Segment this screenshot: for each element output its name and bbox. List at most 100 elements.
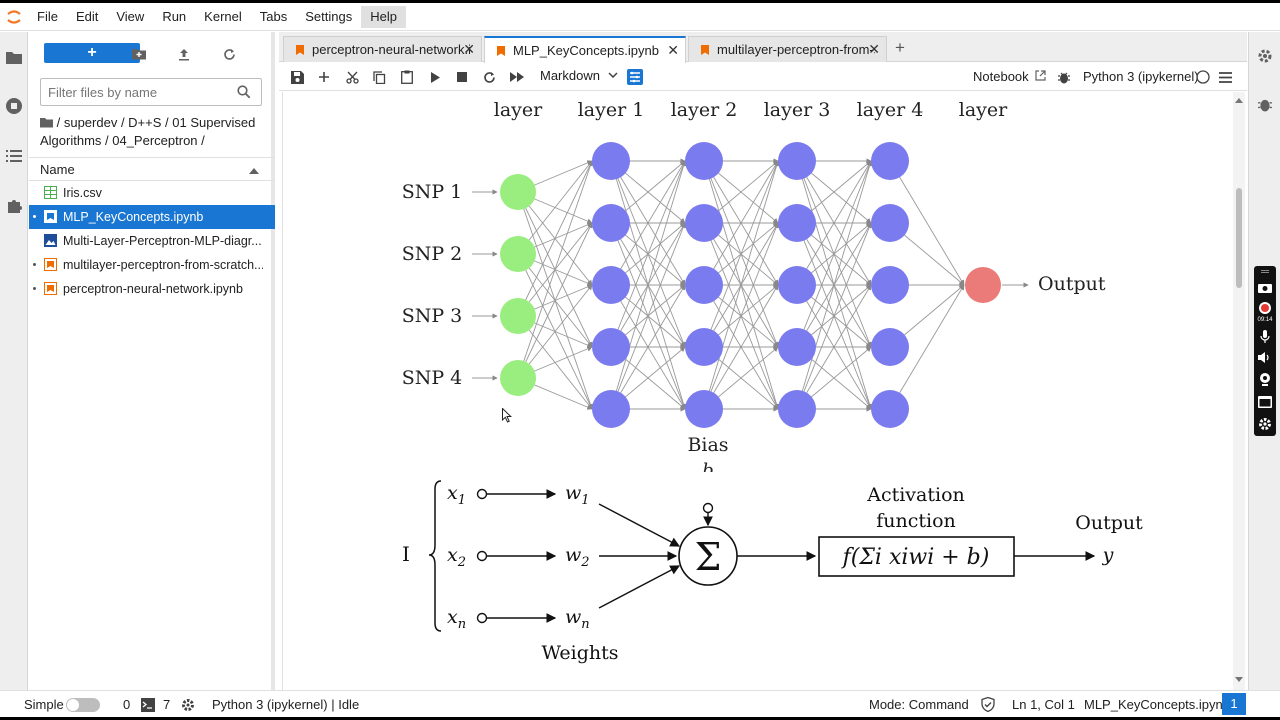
- file-list-header[interactable]: Name: [29, 157, 275, 181]
- interrupt-kernel-icon[interactable]: [452, 67, 472, 87]
- scroll-up-arrow-icon[interactable]: [1235, 98, 1243, 103]
- network-edge: [703, 160, 779, 286]
- speaker-icon[interactable]: [1258, 352, 1272, 363]
- property-inspector-icon[interactable]: [625, 67, 645, 87]
- recorder-grip-icon[interactable]: [1261, 270, 1269, 273]
- breadcrumb-path-1[interactable]: / superdev / D++S / 01 Supervised: [56, 115, 256, 130]
- terminals-count[interactable]: 0: [123, 697, 131, 712]
- scrollbar-thumb[interactable]: [1236, 188, 1242, 288]
- cut-icon[interactable]: [342, 67, 362, 87]
- sort-ascending-icon[interactable]: [249, 162, 259, 177]
- network-edge: [703, 222, 779, 410]
- input-brace: [428, 480, 442, 632]
- breadcrumb-folder-icon[interactable]: [40, 115, 53, 130]
- cell-type-select[interactable]: Markdown: [540, 68, 618, 83]
- copy-icon[interactable]: [369, 67, 389, 87]
- file-row-mlp-keyconcepts[interactable]: MLP_KeyConcepts.ipynb: [29, 205, 275, 229]
- kernel-status[interactable]: Python 3 (ipykernel) | Idle: [212, 697, 360, 712]
- tab-close-icon[interactable]: ✕: [463, 41, 475, 57]
- notebook-cell-area[interactable]: layer layer 1 layer 2 layer 3 layer 4 la…: [279, 92, 1247, 690]
- tab-mlp-keyconcepts[interactable]: MLP_KeyConcepts.ipynb ✕: [484, 36, 686, 63]
- run-cell-icon[interactable]: [425, 67, 445, 87]
- input-x2: x2: [447, 544, 466, 570]
- notebook-scrollbar[interactable]: [1233, 92, 1245, 690]
- trusted-shield-icon[interactable]: [981, 697, 995, 712]
- running-kernels-icon[interactable]: [3, 95, 25, 117]
- file-row-multilayer-perceptron[interactable]: multilayer-perceptron-from-scratch...: [29, 253, 275, 277]
- add-tab-icon[interactable]: +: [895, 38, 905, 57]
- notebook-file-icon: [44, 282, 57, 295]
- cell-collapser[interactable]: [282, 92, 283, 690]
- extensions-puzzle-icon[interactable]: [3, 195, 25, 217]
- file-filter-input[interactable]: [41, 79, 221, 105]
- kernels-count[interactable]: 7: [163, 697, 171, 712]
- breadcrumb-path-2[interactable]: Algorithms / 04_Perceptron /: [40, 133, 205, 148]
- file-row-perceptron-neural-network[interactable]: perceptron-neural-network.ipynb: [29, 277, 275, 301]
- input-node: [500, 360, 536, 396]
- input-node: [500, 298, 536, 334]
- terminal-icon[interactable]: [141, 698, 155, 712]
- file-filter-search[interactable]: [40, 78, 262, 106]
- tab-close-icon[interactable]: ✕: [667, 42, 679, 58]
- kernel-gear-icon[interactable]: [181, 698, 195, 712]
- column-name-header[interactable]: Name: [40, 161, 75, 177]
- menu-edit[interactable]: Edit: [75, 8, 99, 24]
- network-edge: [796, 160, 872, 348]
- menu-tabs[interactable]: Tabs: [259, 8, 288, 24]
- scroll-down-arrow-icon[interactable]: [1235, 677, 1243, 682]
- notebook-file-icon: [44, 258, 57, 271]
- insert-cell-icon[interactable]: [314, 67, 334, 87]
- left-sidebar-rail: [0, 32, 28, 690]
- network-edge: [889, 284, 965, 410]
- recorder-settings-gear-icon[interactable]: [1258, 417, 1272, 431]
- restart-run-all-icon[interactable]: [507, 67, 527, 87]
- input-snp-3: SNP 3: [402, 305, 463, 327]
- tab-close-icon[interactable]: ✕: [868, 41, 880, 57]
- microphone-icon[interactable]: [1260, 330, 1270, 344]
- network-edge: [517, 160, 594, 379]
- breadcrumb[interactable]: / superdev / D++S / 01 Supervised Algori…: [40, 114, 270, 150]
- open-file-dot-icon: [33, 287, 36, 290]
- debugger-sidebar-bug-icon[interactable]: [1258, 97, 1272, 115]
- refresh-icon[interactable]: [219, 44, 239, 64]
- debugger-bug-icon[interactable]: [1054, 67, 1074, 87]
- input-x1: x1: [447, 482, 466, 508]
- record-icon[interactable]: [1258, 301, 1272, 315]
- cursor-position[interactable]: Ln 1, Col 1: [1012, 697, 1075, 712]
- window-capture-icon[interactable]: [1258, 396, 1272, 408]
- folder-icon[interactable]: [3, 46, 25, 68]
- file-browser-toolbar: +: [29, 32, 275, 74]
- property-inspector-gear-icon[interactable]: [1257, 48, 1273, 67]
- open-in-notebook-button[interactable]: Notebook: [973, 69, 1046, 84]
- menu-kernel[interactable]: Kernel: [204, 8, 242, 24]
- layer-2-label: layer 2: [671, 99, 738, 121]
- menu-file[interactable]: File: [37, 8, 58, 24]
- tab-multilayer-perceptron[interactable]: multilayer-perceptron-from-s ✕: [688, 36, 887, 62]
- notification-badge[interactable]: 1: [1222, 693, 1246, 715]
- webcam-icon[interactable]: [1258, 372, 1272, 386]
- menu-help[interactable]: Help: [361, 5, 406, 28]
- upload-icon[interactable]: [174, 44, 194, 64]
- input-node: [500, 236, 536, 272]
- menu-run[interactable]: Run: [162, 8, 187, 24]
- document-tab-bar: perceptron-neural-network.ip ✕ MLP_KeyCo…: [279, 32, 1247, 63]
- file-row-mlp-diagram[interactable]: Multi-Layer-Perceptron-MLP-diagr...: [29, 229, 275, 253]
- menu-view[interactable]: View: [116, 8, 145, 24]
- table-of-contents-icon[interactable]: [3, 145, 25, 167]
- mouse-pointer-icon: [502, 408, 512, 423]
- new-launcher-button[interactable]: +: [44, 43, 140, 63]
- hamburger-menu-icon[interactable]: [1215, 67, 1235, 87]
- output-label: Output: [1038, 273, 1106, 295]
- file-row-iris-csv[interactable]: Iris.csv: [29, 181, 275, 205]
- save-icon[interactable]: [287, 67, 307, 87]
- hidden-node: [871, 142, 909, 180]
- paste-icon[interactable]: [397, 67, 417, 87]
- simple-mode-toggle[interactable]: [66, 698, 100, 712]
- new-folder-icon[interactable]: [129, 44, 149, 64]
- restart-kernel-icon[interactable]: [479, 67, 499, 87]
- menu-settings[interactable]: Settings: [305, 8, 353, 24]
- input-connectors: [476, 488, 557, 624]
- kernel-name-button[interactable]: Python 3 (ipykernel): [1083, 69, 1199, 84]
- camera-icon[interactable]: [1258, 282, 1272, 293]
- tab-perceptron-neural-network[interactable]: perceptron-neural-network.ip ✕: [283, 36, 482, 62]
